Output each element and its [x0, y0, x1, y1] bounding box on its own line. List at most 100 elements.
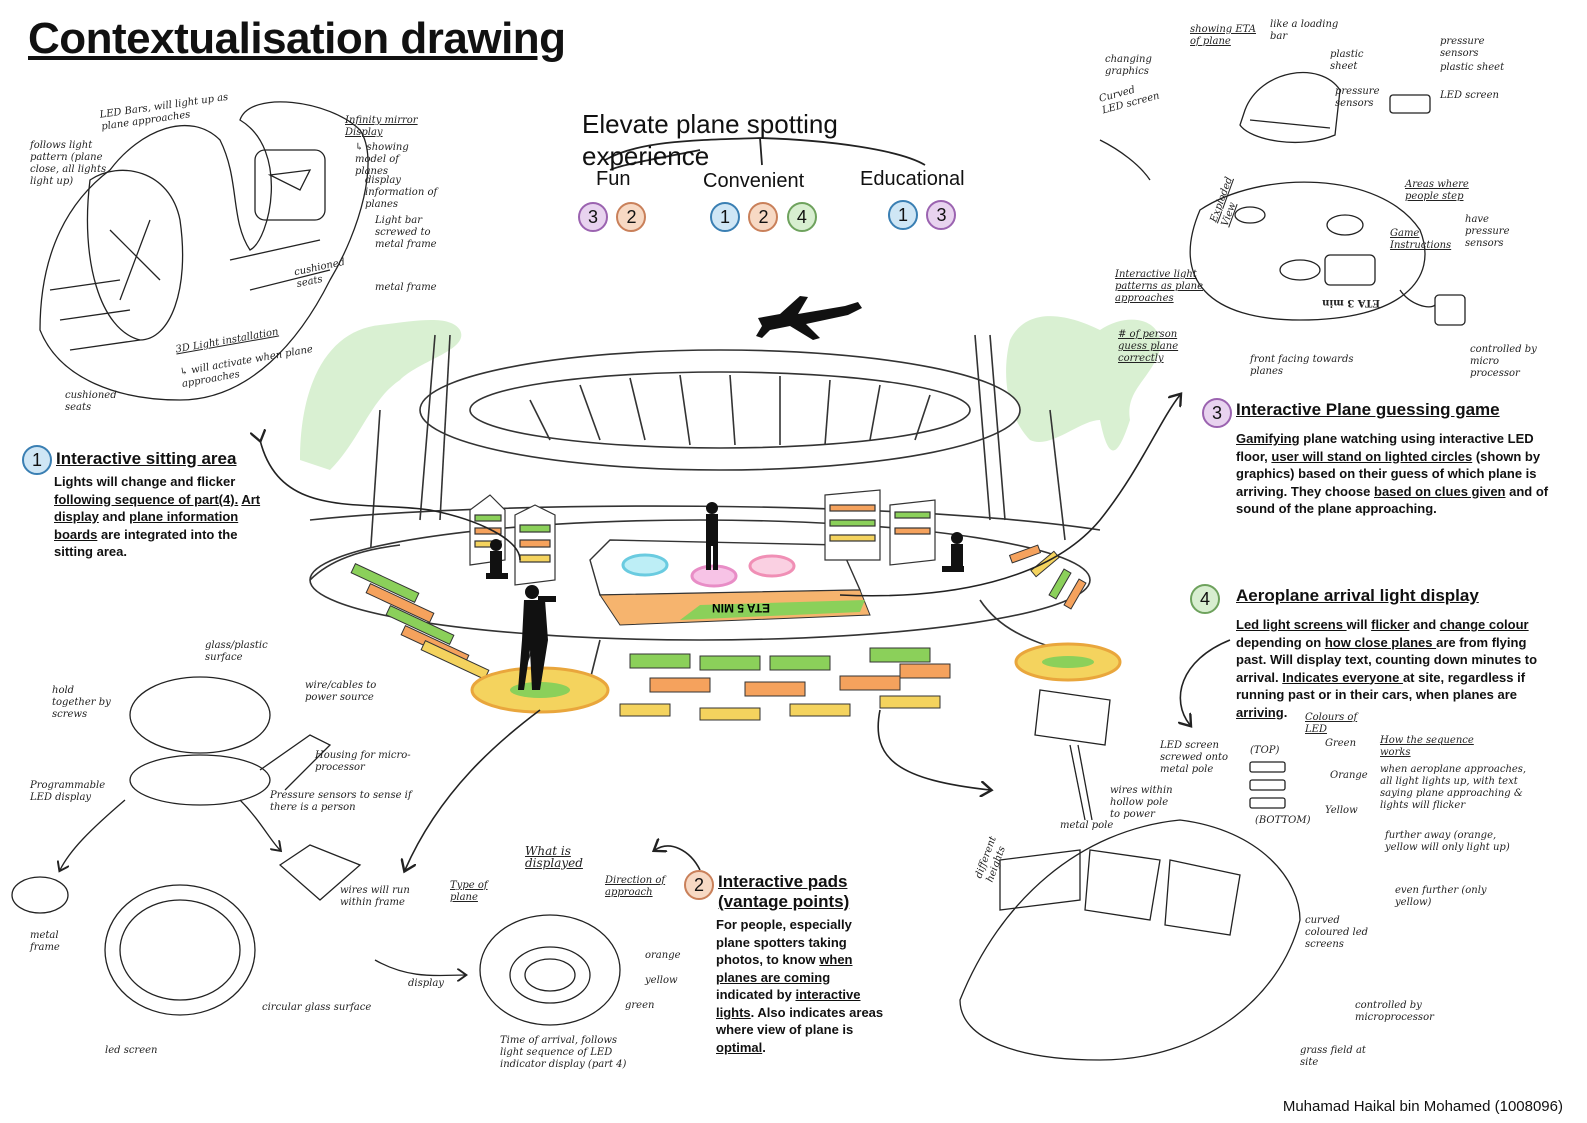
feature-description: Lights will change and flicker following…: [22, 473, 262, 561]
feature-number: 2: [684, 870, 714, 900]
description-text: and: [98, 509, 130, 524]
category-educational: Educational: [860, 168, 965, 191]
note: Yellow: [1325, 805, 1358, 816]
description-text: depending on: [1236, 634, 1325, 650]
feature-number: 3: [1202, 398, 1232, 428]
display-sketch: [959, 689, 1301, 1061]
feature-title: Interactive sitting area: [56, 449, 237, 468]
note: pressure sensors: [1440, 36, 1485, 59]
description-text: Lights will change and flicker: [54, 474, 236, 489]
pad-top-notes: What is displayed Type of plane Directio…: [445, 835, 685, 1105]
category-fun: Fun: [596, 168, 630, 191]
description-text: .: [762, 1039, 766, 1055]
note: Game Instructions: [1390, 228, 1452, 251]
part-badge: 1: [710, 202, 740, 232]
note: green: [625, 1000, 655, 1011]
light-towers: [469, 489, 936, 586]
description-text: plane watching using interactive LED flo…: [1236, 431, 1534, 464]
note: plastic sheet: [1330, 49, 1364, 72]
note: circular glass surface: [262, 1002, 372, 1013]
emphasis-text: following sequence of part(4).: [54, 491, 239, 507]
feature-number: 1: [22, 445, 52, 475]
description-text: . Also indicates areas where view of pla…: [716, 1004, 884, 1038]
note: Infinity mirror Display: [345, 115, 418, 138]
feature-description: Led light screens will flicker and chang…: [1190, 616, 1545, 721]
author-credit: Muhamad Haikal bin Mohamed (1008096): [1282, 1098, 1563, 1115]
note: follows light pattern (plane close, all …: [30, 140, 107, 187]
part-badge: 1: [888, 200, 918, 230]
emphasis-text: based on clues given: [1374, 483, 1506, 499]
note: (BOTTOM): [1255, 815, 1311, 826]
part-badge: 4: [786, 202, 817, 232]
category-fun-parts: 3 2: [578, 202, 650, 232]
emphasis-text: user will stand on lighted circles: [1271, 448, 1473, 464]
note: glass/plastic surface: [205, 640, 268, 663]
note: LED screen: [1440, 90, 1499, 101]
game-sketch: [1099, 71, 1466, 326]
note: cushioned seats: [65, 390, 117, 413]
feature-1: 1 Interactive sitting area Lights will c…: [22, 445, 262, 561]
category-label: Convenient: [703, 170, 805, 192]
sitting-bars: [350, 544, 1087, 721]
description-text: and of sound of the plane approaching.: [1236, 483, 1549, 517]
note: like a loading bar: [1270, 19, 1339, 42]
note: wires will run within frame: [340, 885, 410, 908]
feature-3: 3 Interactive Plane guessing game Gamify…: [1202, 398, 1557, 518]
note: orange: [645, 950, 681, 961]
callout-arrows: [260, 395, 1231, 870]
note: What is displayed: [525, 844, 583, 870]
seat-notes: LED Bars, will light up as plane approac…: [30, 92, 490, 430]
description-text: are integrated into the sitting area.: [54, 526, 238, 560]
category-label: Educational: [860, 168, 965, 190]
note: # of person guess plane correctly: [1118, 329, 1179, 364]
emphasis-text: Indicates everyone: [1282, 669, 1403, 685]
description-text: will: [1346, 617, 1372, 632]
note: further away (orange, yellow will only l…: [1385, 830, 1510, 853]
note: display information of planes: [365, 175, 438, 210]
note: Programmable LED display: [30, 780, 106, 803]
people: [486, 502, 964, 690]
note: Type of plane: [450, 880, 488, 903]
emphasis-text: when planes are coming: [716, 952, 853, 985]
note: Time of arrival, follows light sequence …: [500, 1035, 627, 1070]
note: Pressure sensors to sense if there is a …: [270, 790, 412, 813]
game-notes: changing graphics Curved LED screen show…: [1098, 14, 1580, 394]
svg-text:ETA 5 MIN: ETA 5 MIN: [712, 601, 770, 615]
feature-description: For people, especially plane spotters ta…: [684, 916, 889, 1056]
note: metal frame: [375, 282, 437, 293]
feature-number: 4: [1190, 584, 1220, 614]
concept-branches: [604, 137, 926, 171]
part-badge: 2: [748, 202, 779, 232]
note: metal frame: [30, 930, 60, 953]
note: when aeroplane approaches, all light lig…: [1380, 764, 1527, 811]
description-text: (shown by graphics) based on their guess…: [1236, 448, 1541, 499]
pad-top-sketch: [374, 914, 621, 1026]
note: Housing for micro-processor: [315, 750, 411, 773]
note: Light bar screwed to metal frame: [375, 215, 437, 250]
emphasis-text: how close planes: [1324, 634, 1437, 650]
plane-silhouette: [756, 296, 862, 340]
note: Direction of approach: [605, 875, 666, 898]
note: have pressure sensors: [1465, 214, 1510, 249]
pad-notes: glass/plastic surface wire/cables to pow…: [30, 640, 444, 1070]
note: front facing towards planes: [1250, 354, 1354, 377]
feature-title: Interactive pads (vantage points): [718, 872, 850, 911]
note: Areas where people step: [1405, 179, 1469, 202]
note: hold together by screws: [52, 685, 111, 720]
note: ↳ showing model of planes: [355, 142, 409, 177]
note: changing graphics: [1105, 54, 1152, 77]
note: Interactive light patterns as plane appr…: [1115, 269, 1204, 304]
note: Colours of LED: [1305, 712, 1358, 735]
page-title: Contextualisation drawing: [28, 14, 566, 63]
emphasis-text: plane information boards: [54, 509, 239, 542]
note: LED screen screwed onto metal pole: [1160, 740, 1228, 775]
note: led screen: [105, 1045, 158, 1056]
description-text: .: [1283, 704, 1288, 720]
note: controlled by micro processor: [1470, 344, 1537, 379]
note: ETA 3 min: [1322, 297, 1380, 308]
note: wire/cables to power source: [305, 680, 377, 703]
note: curved coloured led screens: [1305, 915, 1369, 950]
emphasis-text: Art display: [54, 491, 261, 525]
note: Exploded View: [1208, 175, 1239, 228]
